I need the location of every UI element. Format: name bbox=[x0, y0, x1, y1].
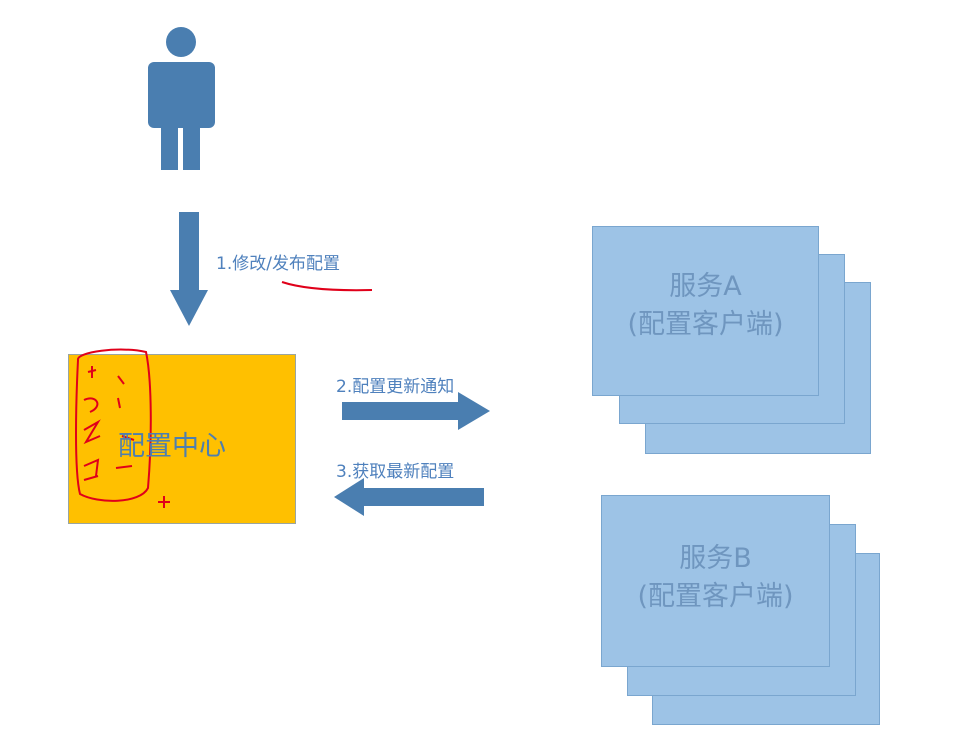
step1-label: 1.修改/发布配置 bbox=[216, 254, 340, 274]
service-a-role: (配置客户端) bbox=[627, 309, 784, 340]
step3-label: 3.获取最新配置 bbox=[336, 462, 455, 482]
service-b-role: (配置客户端) bbox=[637, 581, 794, 612]
person-icon bbox=[148, 27, 215, 170]
config-center-box bbox=[68, 354, 296, 524]
arrow-right-step2 bbox=[342, 392, 490, 430]
red-underline-annotation bbox=[281, 281, 373, 292]
service-b-name: 服务B bbox=[679, 543, 752, 574]
step2-label: 2.配置更新通知 bbox=[336, 377, 455, 397]
service-b-card-front bbox=[601, 495, 830, 667]
service-a-text: 服务A (配置客户端) bbox=[592, 268, 819, 344]
arrow-left-step3 bbox=[334, 478, 484, 516]
arrow-down-step1 bbox=[170, 212, 208, 326]
config-center-label: 配置中心 bbox=[118, 431, 226, 462]
service-b-text: 服务B (配置客户端) bbox=[601, 540, 830, 616]
service-a-name: 服务A bbox=[669, 271, 742, 302]
service-a-card-front bbox=[592, 226, 819, 396]
